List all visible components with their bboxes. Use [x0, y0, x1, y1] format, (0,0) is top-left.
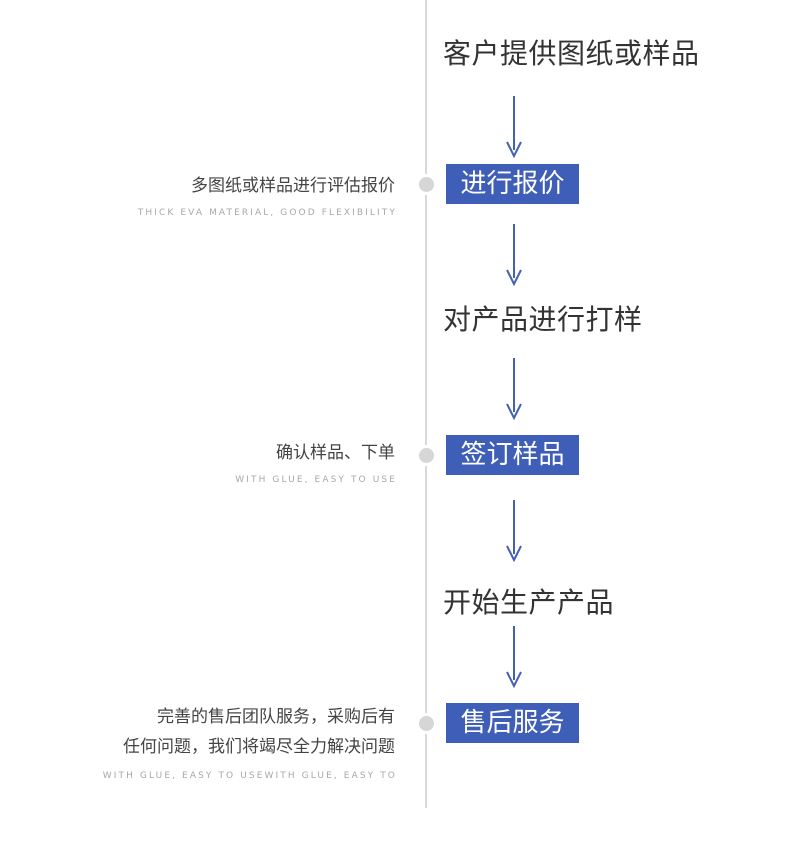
- sign-sample-description: 确认样品、下单: [276, 443, 395, 463]
- arrow-down-icon: [506, 96, 522, 158]
- step-provide-drawings: 客户提供图纸或样品: [443, 37, 700, 70]
- after-sales-description-line2: 任何问题，我们将竭尽全力解决问题: [123, 737, 395, 757]
- quote-description: 多图纸或样品进行评估报价: [191, 176, 395, 196]
- step-sampling: 对产品进行打样: [443, 303, 643, 336]
- timeline-dot: [416, 713, 437, 734]
- step-sign-sample: 签订样品: [446, 435, 579, 475]
- after-sales-subtitle: WITH GLUE, EASY TO USEWITH GLUE, EASY TO: [102, 771, 397, 781]
- timeline-line: [425, 0, 427, 808]
- arrow-down-icon: [506, 500, 522, 562]
- quote-subtitle: THICK EVA MATERIAL, GOOD FLEXIBILITY: [137, 208, 397, 218]
- arrow-down-icon: [506, 626, 522, 688]
- timeline-dot: [416, 174, 437, 195]
- arrow-down-icon: [506, 358, 522, 420]
- step-quote: 进行报价: [446, 164, 579, 204]
- timeline-dot: [416, 445, 437, 466]
- arrow-down-icon: [506, 224, 522, 286]
- after-sales-description-line1: 完善的售后团队服务，采购后有: [157, 707, 395, 727]
- step-production: 开始生产产品: [443, 586, 615, 619]
- step-after-sales: 售后服务: [446, 703, 579, 743]
- sign-sample-subtitle: WITH GLUE, EASY TO USE: [235, 475, 397, 485]
